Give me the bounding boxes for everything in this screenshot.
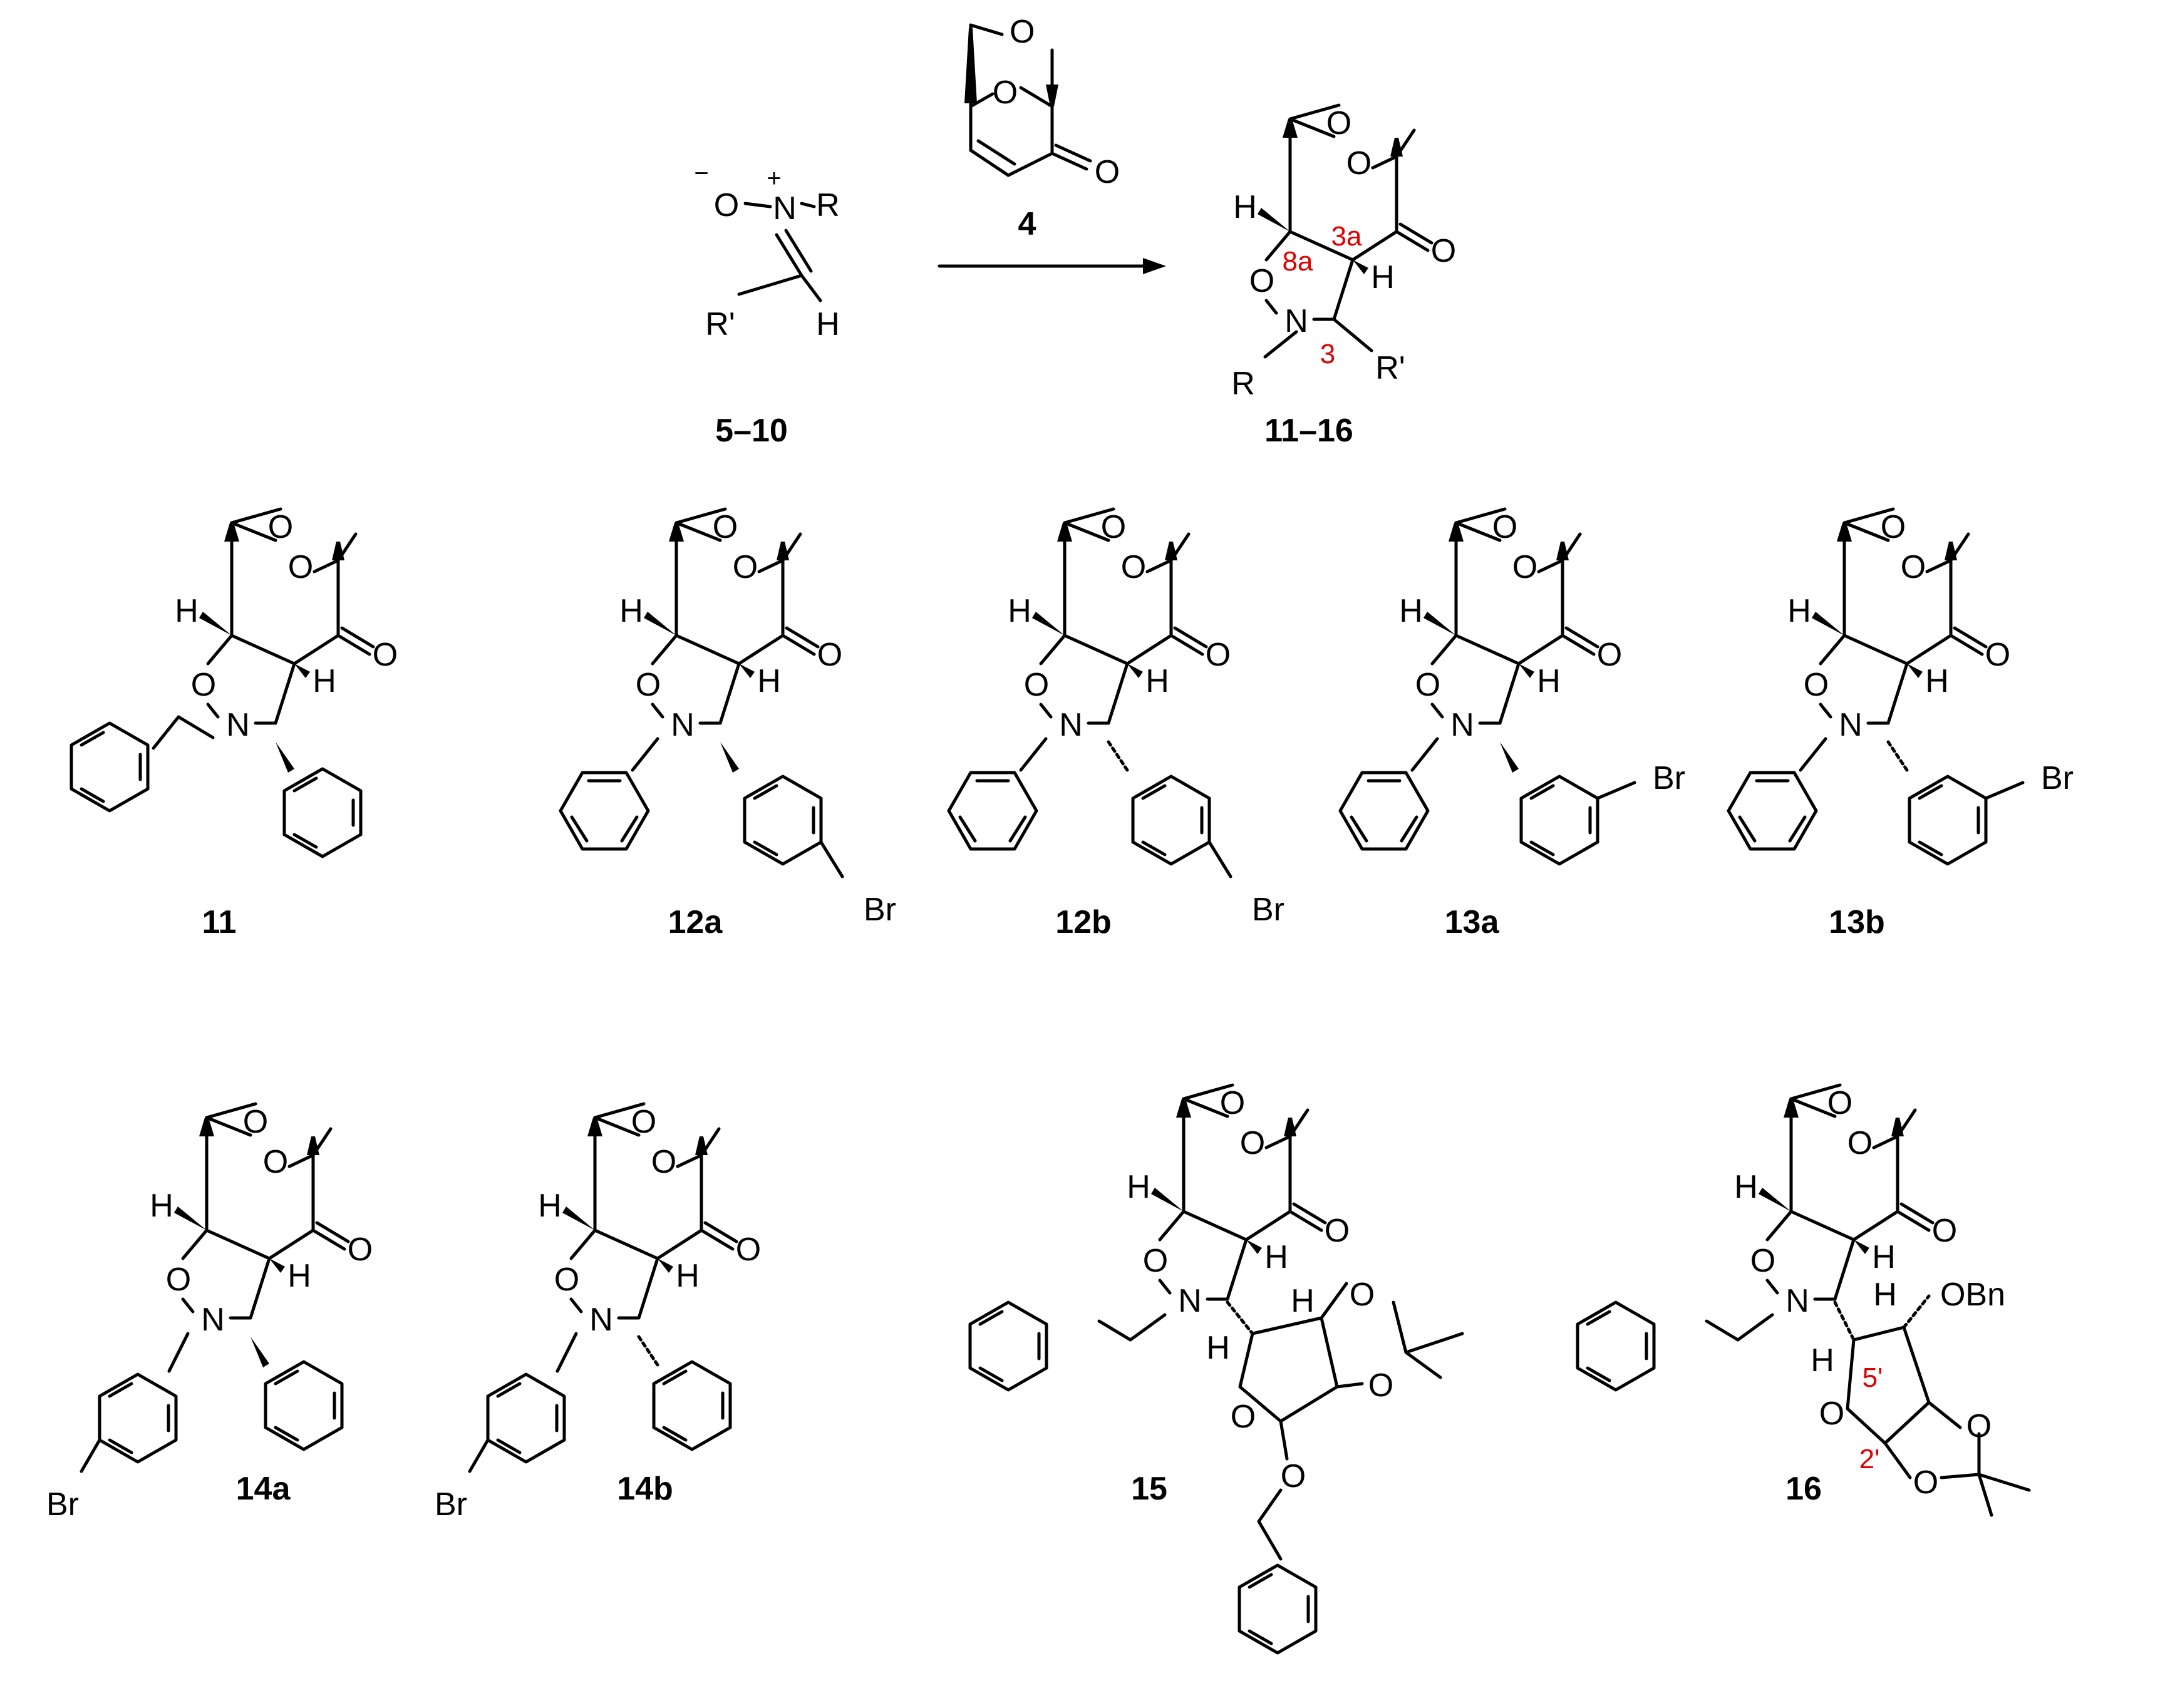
compound-15-label: 15 <box>1131 1471 1167 1507</box>
nitrone-oxygen-atom: O <box>714 187 739 224</box>
nitrone-nitrogen-atom: N <box>773 190 797 227</box>
compound-15-acetonide-oxygen-2: O <box>1368 1367 1393 1404</box>
compound-13b-structure: Br <box>1728 509 2074 864</box>
compound-15-structure: H H O O O O <box>970 1085 1464 1653</box>
compound-12b-structure: Br <box>949 509 1284 928</box>
locant-5prime: 5' <box>1863 1362 1883 1393</box>
compound-14b-bromine-atom: Br <box>435 1486 467 1523</box>
nitrone-r-group: R <box>816 187 840 224</box>
compound-13b-bromine-atom: Br <box>2041 760 2074 796</box>
nitrone-r-prime-group: R' <box>705 306 735 342</box>
compound-14a-bromine-atom: Br <box>46 1486 79 1523</box>
locant-3: 3 <box>1320 339 1335 369</box>
nitrone-minus-charge: − <box>694 160 708 187</box>
compound-11-label: 11 <box>202 904 237 940</box>
compound-13a-label: 13a <box>1445 904 1500 940</box>
compound-15-furanose-oxygen: O <box>1231 1399 1256 1435</box>
nitrone-hydrogen-atom: H <box>816 306 840 342</box>
locant-2prime: 2' <box>1859 1444 1880 1474</box>
nitrone-structure: O − N + R R' H <box>694 160 839 342</box>
nitrone-plus-charge: + <box>767 165 781 192</box>
lg-ketone-oxygen-atom: O <box>1095 154 1120 190</box>
lg-ring-oxygen-atom: O <box>993 75 1018 111</box>
compound-13a-bromine-atom: Br <box>1653 760 1685 796</box>
compound-16-furanose-oxygen: O <box>1819 1396 1844 1432</box>
locant-8a: 8a <box>1283 246 1313 277</box>
locant-3a: 3a <box>1331 221 1362 252</box>
compound-15-benzyloxy-oxygen: O <box>1281 1458 1306 1494</box>
compound-16-structure: H H OBn O O O 5' 2' <box>1578 1085 2031 1517</box>
compound-13a-structure: Br <box>1340 509 1685 864</box>
compound-12b-bromine-atom: Br <box>1252 892 1284 928</box>
compound-12a-structure: Br <box>561 509 896 928</box>
compound-11-structure <box>71 509 398 857</box>
compound-15-acetonide-oxygen-1: O <box>1350 1277 1375 1313</box>
compound-13b-label: 13b <box>1829 904 1885 940</box>
compound-14b-structure: Br <box>435 1104 761 1523</box>
compound-12b-label: 12b <box>1055 904 1112 940</box>
reaction-arrow <box>938 258 1166 274</box>
generic-product-structure: R R' 8a 3a 3 <box>1231 105 1456 402</box>
nitrone-compound-label: 5–10 <box>715 413 788 449</box>
compound-15-h-atom: H <box>1206 1330 1230 1366</box>
compound-12a-label: 12a <box>668 904 723 940</box>
compound-16-h-atom: H <box>1811 1342 1834 1379</box>
compound-15-h2-atom: H <box>1291 1283 1315 1319</box>
product-r-prime-group: R' <box>1375 350 1405 386</box>
lg-bridge-oxygen-atom: O <box>1010 14 1035 50</box>
compound-16-obn-group: OBn <box>1940 1277 2005 1313</box>
compound-14a-label: 14a <box>236 1471 291 1507</box>
compound-14b-label: 14b <box>617 1471 673 1507</box>
product-r-group: R <box>1231 366 1255 402</box>
compound-12a-bromine-atom: Br <box>864 892 896 928</box>
compound-16-h2-atom: H <box>1873 1277 1897 1313</box>
reagent-compound-label: 4 <box>1018 206 1036 242</box>
compound-16-acetonide-oxygen-1: O <box>1966 1408 1992 1444</box>
product-compound-label: 11–16 <box>1264 413 1353 449</box>
compound-14a-structure: Br <box>46 1104 373 1523</box>
compound-16-acetonide-oxygen-2: O <box>1913 1464 1938 1501</box>
levoglucosenone-structure: O O O <box>964 14 1120 190</box>
compound-16-label: 16 <box>1785 1471 1822 1507</box>
